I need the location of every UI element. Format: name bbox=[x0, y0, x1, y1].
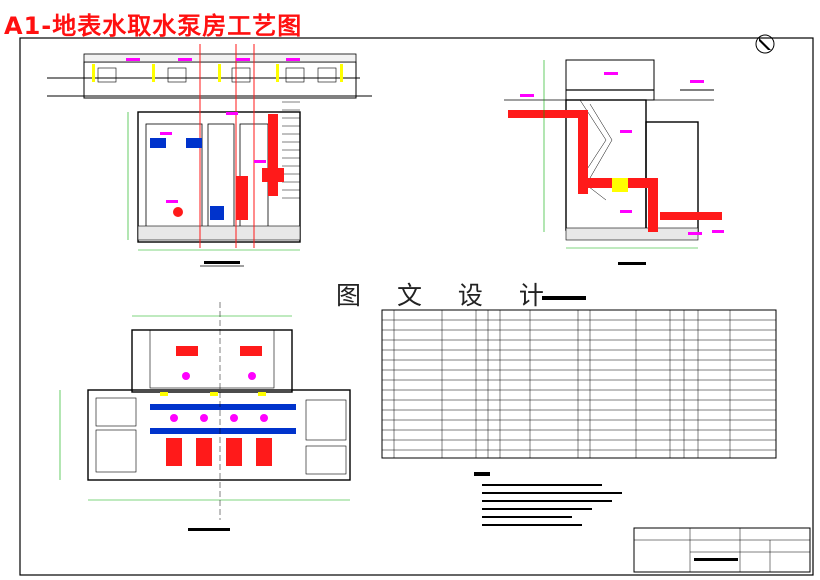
section-1-pump-b bbox=[236, 176, 248, 220]
section-1-valve bbox=[173, 207, 183, 217]
section-1-pump-a bbox=[262, 168, 284, 182]
title-block-grid bbox=[634, 528, 810, 572]
table-grid bbox=[382, 310, 776, 458]
section-1-equipment-a bbox=[150, 138, 166, 148]
section-2-tags bbox=[520, 72, 724, 235]
plan-suction-header bbox=[150, 404, 296, 410]
table-title-glyph bbox=[542, 296, 586, 300]
section-2-pump bbox=[612, 178, 628, 192]
table-border bbox=[381, 309, 777, 459]
watermark-text: 图 文 设 计 bbox=[336, 281, 558, 310]
section-1-tags bbox=[126, 58, 300, 203]
notes-lines bbox=[482, 484, 622, 526]
section-1-equipment-b bbox=[186, 138, 202, 148]
plan-discharge-header bbox=[150, 428, 296, 434]
title-block-name-glyph bbox=[694, 558, 738, 561]
plan-markers bbox=[160, 392, 266, 396]
drawing-border bbox=[19, 37, 814, 576]
drawing-title: A1-地表水取水泵房工艺图 bbox=[4, 12, 303, 40]
section-1-stair bbox=[282, 101, 300, 199]
section-1-windows bbox=[97, 67, 337, 83]
section-2-base-slab bbox=[565, 227, 699, 241]
section-2-discharge-riser bbox=[648, 178, 658, 232]
section-2-2 bbox=[504, 59, 724, 265]
plan-pumps bbox=[166, 346, 272, 466]
section-2-discharge-pipe bbox=[660, 212, 722, 220]
plan-rooms bbox=[95, 397, 347, 475]
section-2-superstructure bbox=[565, 59, 655, 101]
section-1-label-glyph bbox=[204, 261, 240, 264]
section-2-riser bbox=[578, 110, 588, 194]
section-2-stair bbox=[579, 99, 613, 201]
title-block-border bbox=[633, 527, 811, 573]
section-2-intake-pipe bbox=[508, 110, 582, 118]
section-1-equipment-c bbox=[210, 206, 224, 220]
title-block bbox=[633, 527, 811, 573]
plan-label-glyph bbox=[188, 528, 230, 531]
section-1-window-markers bbox=[92, 64, 343, 82]
plan-wet-well bbox=[149, 329, 275, 389]
section-2-label-glyph bbox=[618, 262, 646, 265]
materials-table bbox=[381, 296, 777, 459]
section-1-1 bbox=[47, 44, 372, 267]
section-1-parapet bbox=[83, 53, 357, 63]
plan-view bbox=[59, 302, 351, 531]
section-1-riser-pipe bbox=[268, 114, 278, 196]
plan-outer-wall bbox=[87, 389, 351, 481]
plan-intake-well bbox=[131, 329, 293, 393]
design-notes bbox=[474, 472, 622, 526]
north-arrow-icon bbox=[755, 34, 775, 54]
notes-title-glyph bbox=[474, 472, 490, 476]
plan-valves bbox=[170, 372, 268, 422]
section-1-base-slab bbox=[137, 225, 301, 241]
section-1-well bbox=[137, 111, 301, 243]
